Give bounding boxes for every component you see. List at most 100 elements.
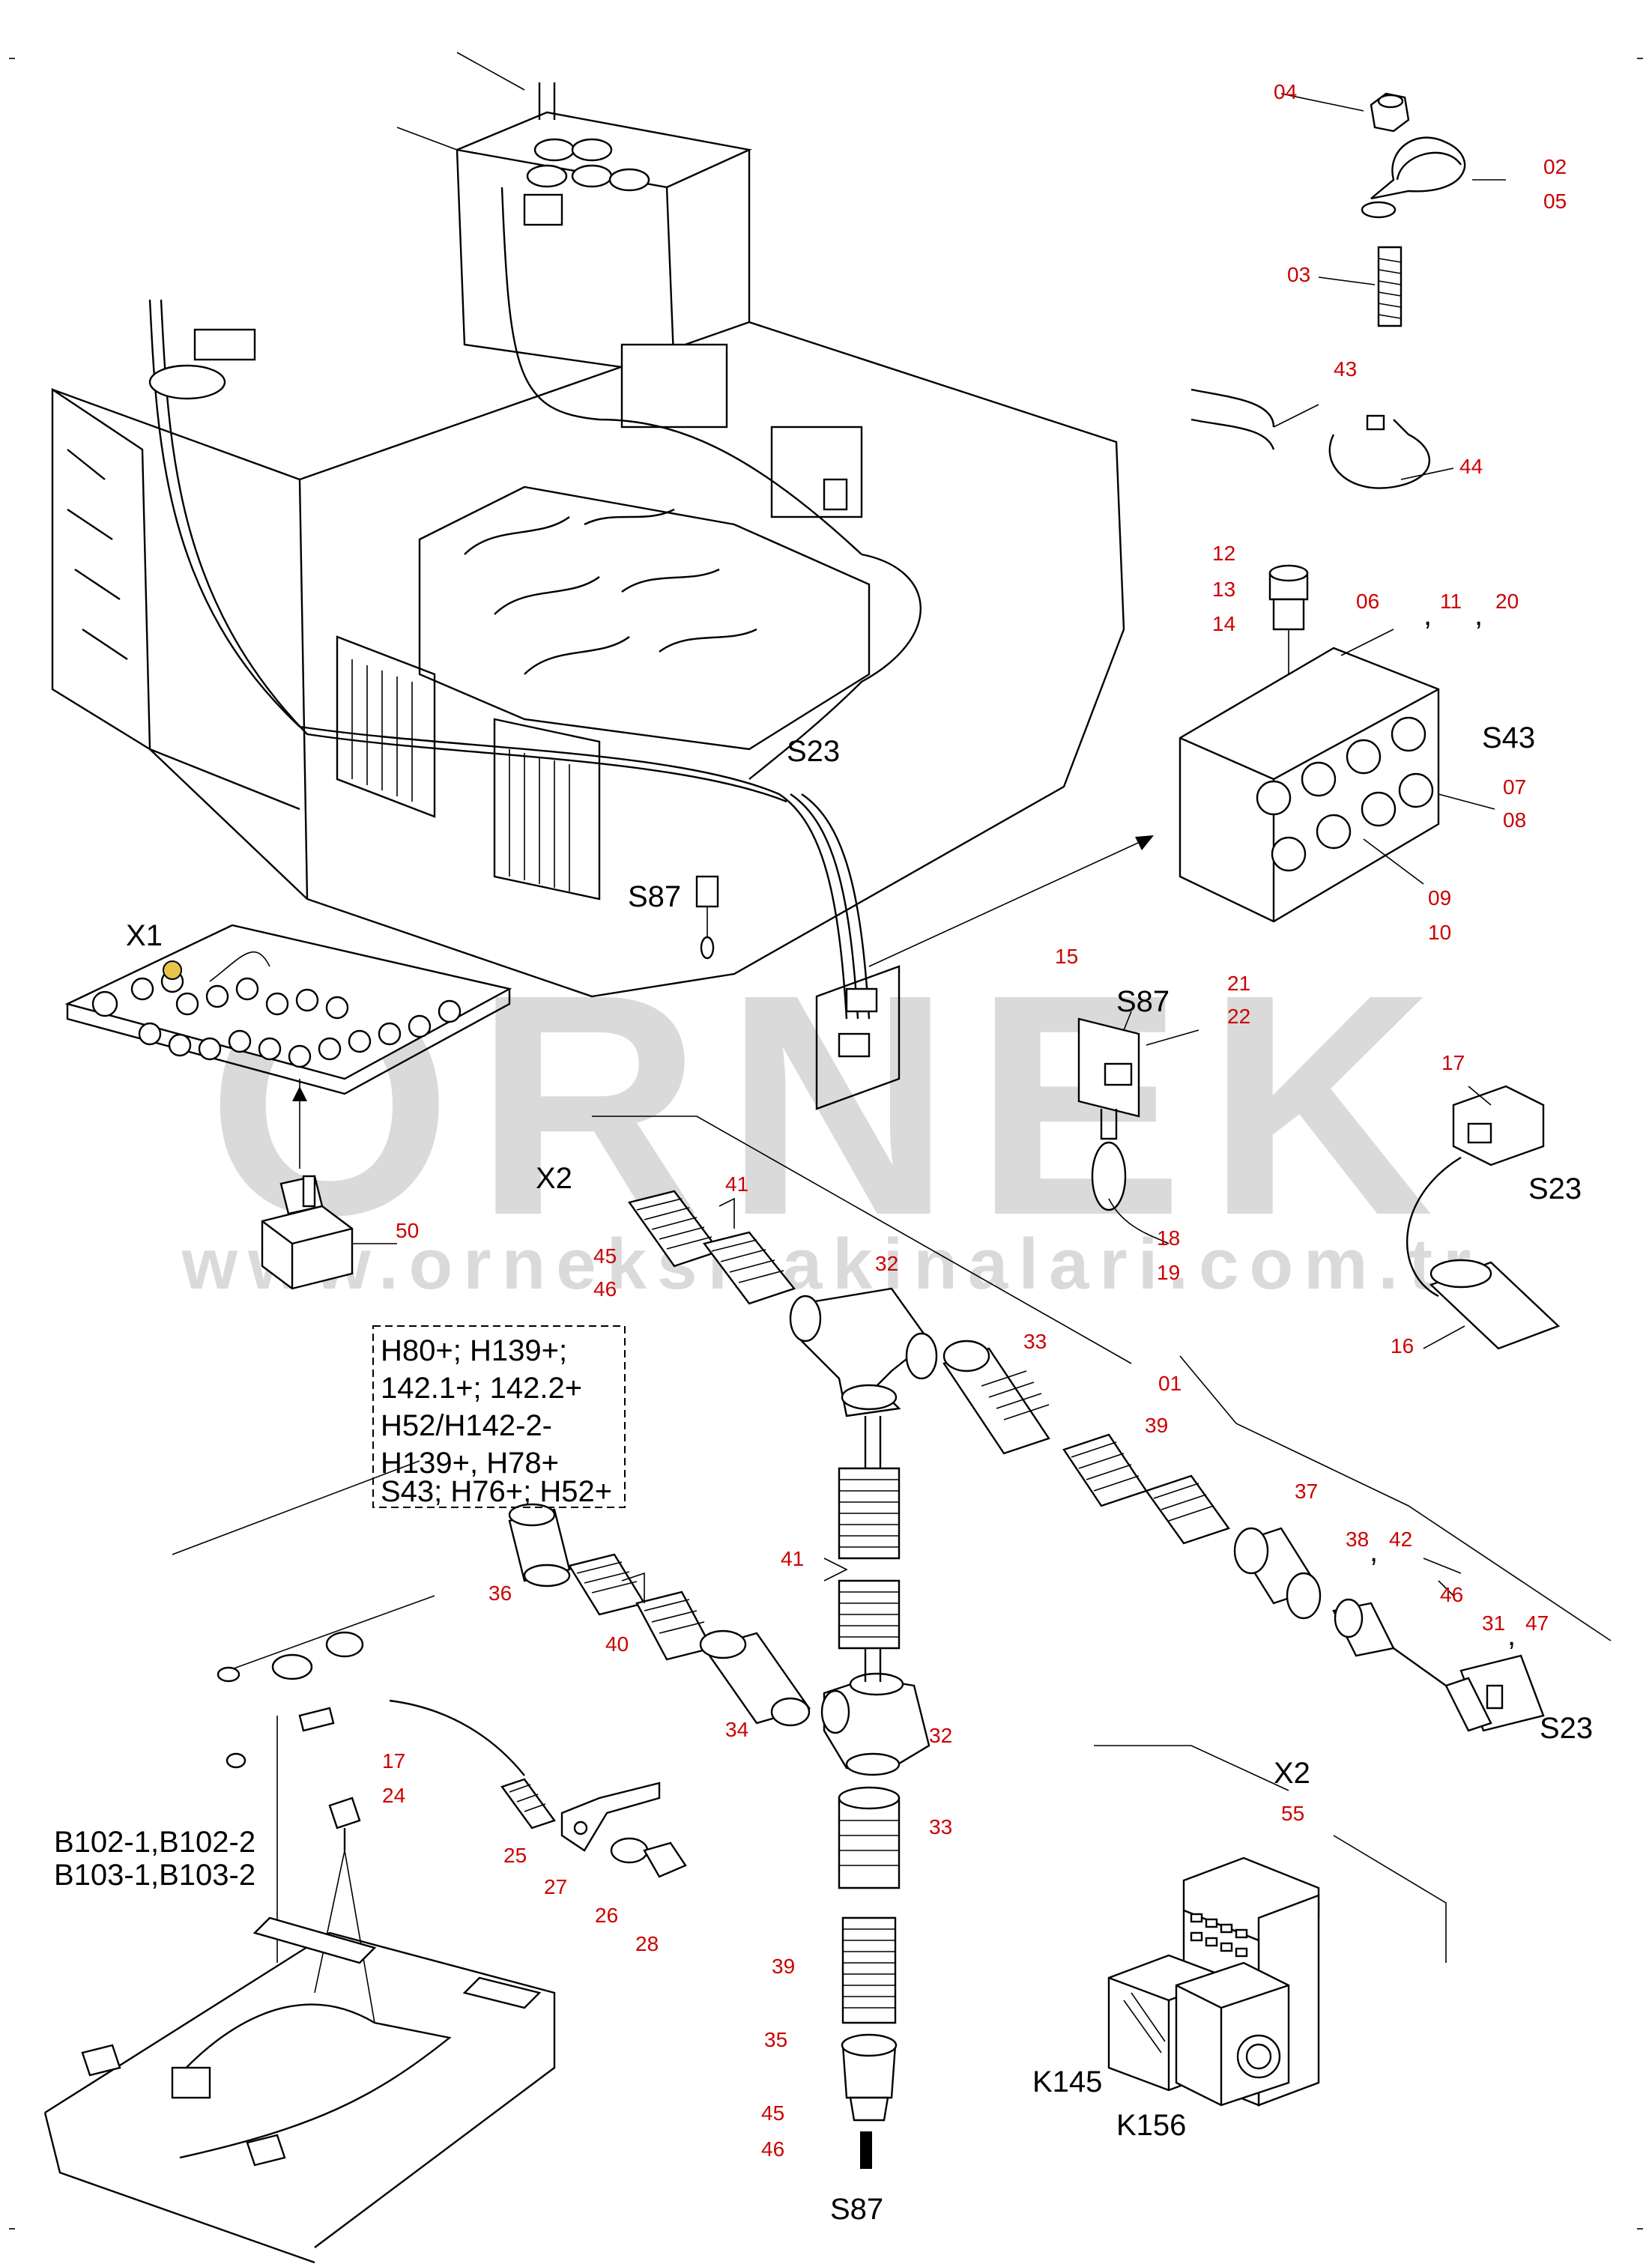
part-10: 10 xyxy=(1428,921,1451,944)
tag-s87-bottom: S87 xyxy=(830,2193,883,2226)
part-13: 13 xyxy=(1212,578,1235,601)
note-line-2: 142.1+; 142.2+ xyxy=(381,1372,582,1405)
sep-3: , xyxy=(1370,1535,1378,1568)
part-46-bottom: 46 xyxy=(761,2137,784,2161)
note-line-4: H139+, H78+ xyxy=(381,1447,559,1480)
tag-s23-right: S23 xyxy=(1540,1712,1593,1745)
part-32-top: 32 xyxy=(875,1252,898,1275)
part-07: 07 xyxy=(1503,775,1526,799)
part-33-top: 33 xyxy=(1023,1330,1047,1353)
rotary-switch xyxy=(261,1175,397,1290)
part-28: 28 xyxy=(635,1932,659,1955)
corner-marks xyxy=(9,58,1643,2230)
sensor-frame-assembly xyxy=(43,1460,687,2264)
part-08: 08 xyxy=(1503,808,1526,832)
part-46-top: 46 xyxy=(593,1277,617,1301)
part-21: 21 xyxy=(1227,972,1250,995)
part-34: 34 xyxy=(725,1718,748,1741)
part-14: 14 xyxy=(1212,612,1235,635)
part-39-lower: 39 xyxy=(772,1955,795,1978)
part-39-right: 39 xyxy=(1145,1414,1168,1437)
part-27: 27 xyxy=(544,1875,567,1898)
note-line-1: H80+; H139+; xyxy=(381,1334,567,1367)
hose-segment-39-right xyxy=(1062,1433,1230,1545)
machine-assembly xyxy=(51,52,1154,1364)
tag-s23-sensor: S23 xyxy=(1528,1172,1582,1205)
sep-1: , xyxy=(1423,599,1432,632)
relay-block xyxy=(1094,1745,1447,2107)
s23-connector xyxy=(1179,1355,1612,1732)
part-18: 18 xyxy=(1157,1226,1180,1250)
tag-k156: K156 xyxy=(1116,2109,1186,2142)
part-02: 02 xyxy=(1543,155,1567,178)
s87-float-switch xyxy=(1077,1011,1199,1244)
tag-k145: K145 xyxy=(1032,2065,1102,2098)
part-40: 40 xyxy=(605,1632,629,1656)
part-16: 16 xyxy=(1391,1334,1414,1358)
coupling-33-top xyxy=(943,1340,1050,1455)
part-31: 31 xyxy=(1482,1611,1505,1635)
part-11: 11 xyxy=(1440,590,1462,613)
x1-relay-board xyxy=(64,924,512,1169)
part-20: 20 xyxy=(1495,590,1519,613)
part-37: 37 xyxy=(1295,1480,1318,1503)
part-04: 04 xyxy=(1274,80,1297,103)
part-45-bottom: 45 xyxy=(761,2101,784,2125)
t-piece-32-top xyxy=(789,1287,938,1417)
tag-x1: X1 xyxy=(126,919,163,952)
part-09: 09 xyxy=(1428,886,1451,909)
watermark-url: www.orneksmakinalari.com.tr xyxy=(181,1224,1482,1304)
part-35: 35 xyxy=(764,2028,787,2051)
tag-b102: B102-1,B102-2 xyxy=(54,1826,255,1859)
tag-b103: B103-1,B103-2 xyxy=(54,1859,255,1892)
part-55: 55 xyxy=(1281,1802,1304,1825)
part-25: 25 xyxy=(503,1844,527,1867)
tag-s87-top: S87 xyxy=(628,880,681,913)
coupling-34 xyxy=(699,1629,811,1727)
note-line-3: H52/H142-2- xyxy=(381,1409,552,1442)
t-piece-32-lower xyxy=(820,1672,931,1776)
part-42: 42 xyxy=(1389,1528,1412,1551)
part-01: 01 xyxy=(1158,1372,1181,1395)
part-number-labels: 04 02 05 03 43 44 12 13 14 06 , 11 , 20 … xyxy=(382,80,1567,2161)
note-box xyxy=(372,1325,626,1508)
component-tags: S23 S87 X1 S87 S43 S23 X2 S23 X2 K145 K1… xyxy=(54,721,1593,2226)
part-44: 44 xyxy=(1459,455,1483,478)
part-36: 36 xyxy=(488,1582,512,1605)
part-38: 38 xyxy=(1346,1528,1369,1551)
part-19: 19 xyxy=(1157,1261,1180,1284)
part-46-right: 46 xyxy=(1440,1583,1463,1606)
clamp-assembly xyxy=(1280,92,1506,327)
fitting-36 xyxy=(508,1503,571,1587)
fitting-37 xyxy=(1233,1527,1322,1620)
tag-x2-relay: X2 xyxy=(1274,1757,1310,1790)
note-box-text: H80+; H139+; 142.1+; 142.2+ H52/H142-2- … xyxy=(381,1334,612,1508)
tag-s43: S43 xyxy=(1482,721,1535,754)
part-47: 47 xyxy=(1525,1611,1549,1635)
part-50: 50 xyxy=(396,1219,419,1242)
part-03: 03 xyxy=(1287,263,1310,286)
tag-s23-top: S23 xyxy=(787,735,840,768)
tag-x2-left: X2 xyxy=(536,1162,572,1195)
gland-38 xyxy=(1332,1598,1447,1686)
part-22: 22 xyxy=(1227,1005,1250,1028)
part-05: 05 xyxy=(1543,190,1567,213)
part-06: 06 xyxy=(1356,590,1379,613)
part-17-sensor: 17 xyxy=(1441,1051,1465,1074)
part-41-mid: 41 xyxy=(781,1547,804,1570)
tag-s87-switch: S87 xyxy=(1116,985,1170,1018)
sep-4: , xyxy=(1507,1619,1516,1652)
part-32-lower: 32 xyxy=(929,1724,952,1747)
part-24: 24 xyxy=(382,1784,405,1807)
hose-segment-40 xyxy=(568,1553,713,1661)
part-17-bottom: 17 xyxy=(382,1749,405,1773)
watermark: ORNEK www.orneksmakinalari.com.tr xyxy=(181,930,1482,1304)
part-12: 12 xyxy=(1212,542,1235,565)
s23-level-sensor xyxy=(1406,1085,1561,1350)
part-45-top: 45 xyxy=(593,1244,617,1268)
hose-segment-41 xyxy=(702,1197,796,1305)
part-26: 26 xyxy=(595,1904,618,1927)
part-41-top: 41 xyxy=(725,1172,748,1196)
